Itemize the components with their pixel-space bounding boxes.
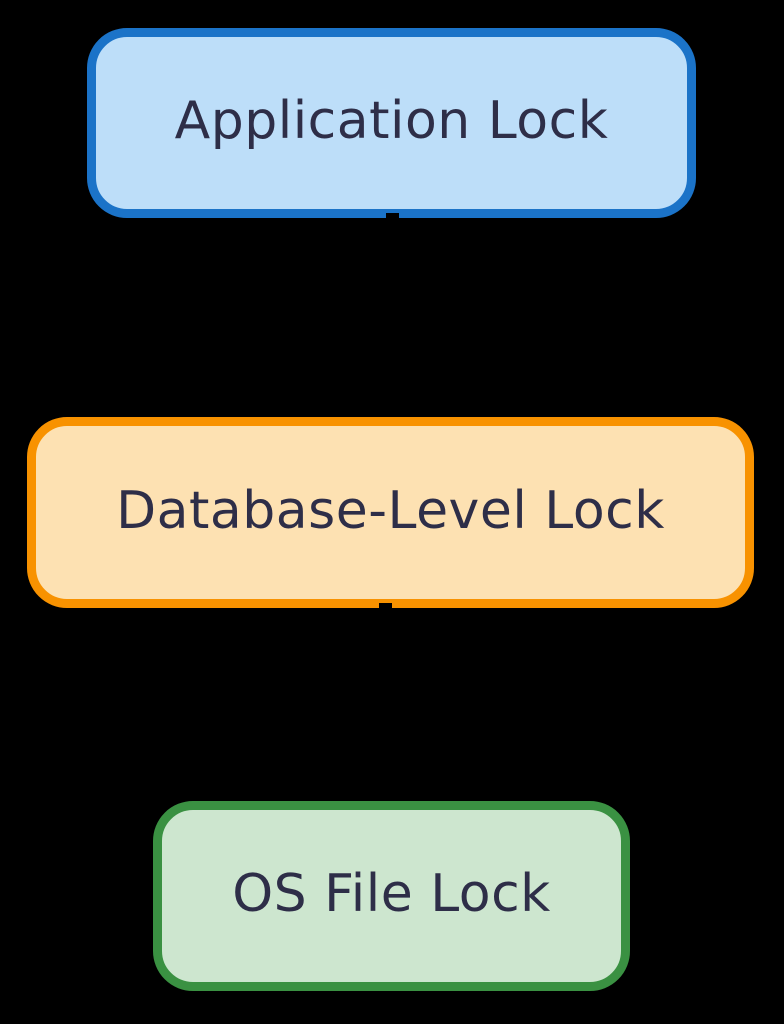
node-database-level-lock-label: Database-Level Lock [116, 480, 665, 541]
connector-arrow-db-to-os [371, 603, 400, 800]
node-application-lock-label: Application Lock [174, 91, 609, 151]
node-database-level-lock: Database-Level Lock [27, 417, 754, 608]
arrowhead-down-icon [378, 400, 407, 416]
node-os-file-lock: OS File Lock [153, 801, 630, 991]
node-application-lock: Application Lock [87, 28, 696, 218]
node-os-file-lock-label: OS File Lock [232, 864, 551, 924]
arrowhead-down-icon [371, 784, 400, 800]
connector-arrow-app-to-db [378, 213, 407, 416]
